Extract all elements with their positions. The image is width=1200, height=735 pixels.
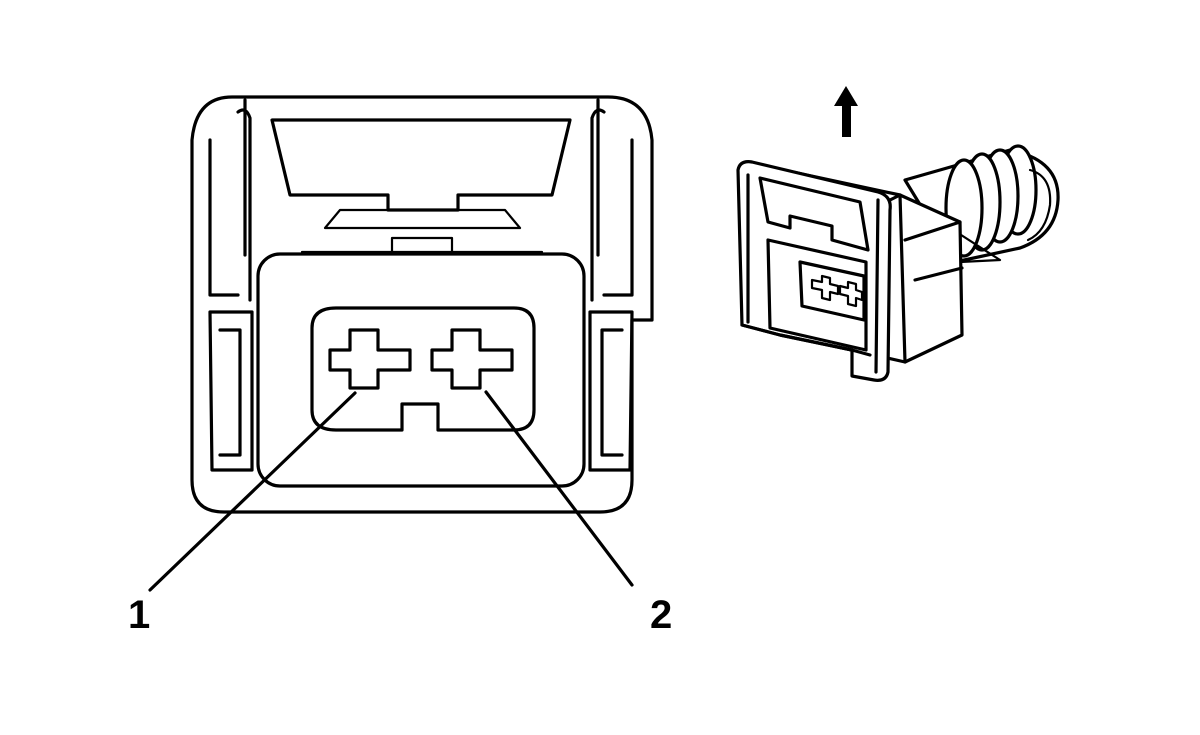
- orientation-arrow-icon: [834, 86, 858, 137]
- isometric-pin-2-icon: [838, 280, 864, 308]
- cable-seal-boot: [903, 144, 1060, 264]
- terminal-1-cavity: [328, 328, 412, 390]
- left-side-rail: [208, 108, 252, 302]
- isometric-side-posts: [746, 173, 880, 374]
- callout-label-1: 1: [128, 593, 150, 637]
- right-side-rail: [590, 108, 634, 302]
- connector-housing-outline: [190, 95, 654, 514]
- callout-leaders: [148, 390, 634, 592]
- leader-line-1: [148, 391, 357, 592]
- right-wing: [588, 310, 634, 472]
- terminal-2-cavity: [430, 328, 514, 390]
- callout-label-2: 2: [650, 593, 672, 637]
- leader-line-2: [484, 390, 634, 587]
- locking-latch: [270, 118, 572, 212]
- connector-isometric-view: [736, 144, 1060, 382]
- housing-top-frame: [243, 98, 600, 257]
- key-tab: [300, 236, 544, 254]
- latch-ramp: [323, 208, 522, 230]
- isometric-pin-recess: [798, 260, 866, 322]
- connector-front-view: [190, 95, 654, 514]
- isometric-pin-1-icon: [810, 274, 840, 302]
- left-wing: [208, 310, 254, 472]
- isometric-latch: [758, 176, 870, 252]
- isometric-lower-lip: [740, 323, 872, 357]
